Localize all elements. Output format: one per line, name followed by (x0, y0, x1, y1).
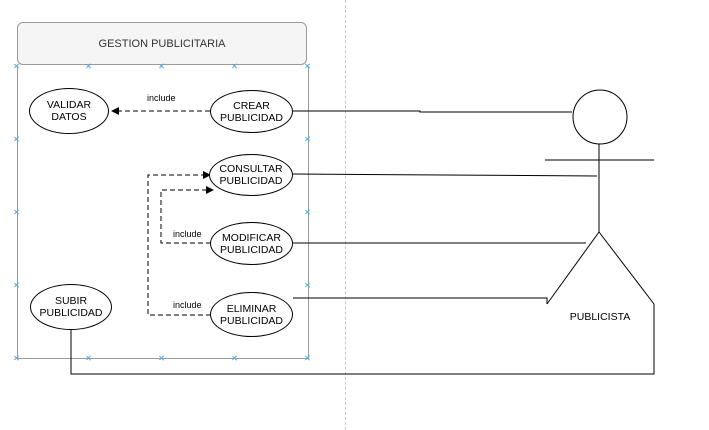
association-crear[interactable] (293, 110, 572, 113)
actor-label: PUBLICISTA (569, 311, 631, 323)
selection-handle[interactable] (86, 355, 92, 361)
system-title: GESTION PUBLICITARIA (98, 37, 226, 50)
selection-handle[interactable] (305, 355, 311, 361)
use-case-consultar-publicidad[interactable]: CONSULTAR PUBLICIDAD (209, 154, 293, 196)
selection-handle[interactable] (232, 63, 238, 69)
include-arrow-modificar-consultar[interactable] (160, 186, 214, 244)
selection-handle[interactable] (14, 282, 20, 288)
include-arrow-eliminar-consultar[interactable] (147, 171, 211, 316)
selection-handle[interactable] (14, 209, 20, 215)
include-label-eliminar: include (173, 300, 202, 310)
selection-handle[interactable] (159, 63, 165, 69)
selection-handle[interactable] (159, 355, 165, 361)
use-case-modificar-publicidad[interactable]: MODIFICAR PUBLICIDAD (210, 222, 293, 265)
selection-handle[interactable] (14, 355, 20, 361)
selection-handle[interactable] (305, 282, 311, 288)
use-case-subir-publicidad[interactable]: SUBIR PUBLICIDAD (30, 284, 112, 330)
selection-handle[interactable] (14, 63, 20, 69)
selection-handle[interactable] (305, 63, 311, 69)
association-eliminar[interactable] (293, 297, 548, 304)
include-label-crear: include (147, 93, 176, 103)
actor-publicista-figure[interactable] (545, 89, 655, 305)
selection-handle[interactable] (305, 136, 311, 142)
include-label-modificar: include (173, 229, 202, 239)
use-case-crear-publicidad[interactable]: CREAR PUBLICIDAD (210, 90, 293, 133)
use-case-eliminar-publicidad[interactable]: ELIMINAR PUBLICIDAD (210, 292, 293, 337)
selection-handle[interactable] (305, 209, 311, 215)
association-consultar[interactable] (292, 173, 598, 177)
selection-handle[interactable] (86, 63, 92, 69)
page-divider (345, 0, 346, 430)
system-boundary-title[interactable]: GESTION PUBLICITARIA (17, 22, 307, 65)
selection-handle[interactable] (232, 355, 238, 361)
selection-handle[interactable] (14, 136, 20, 142)
association-subir[interactable] (70, 304, 655, 375)
use-case-validar-datos[interactable]: VALIDAR DATOS (29, 88, 109, 134)
